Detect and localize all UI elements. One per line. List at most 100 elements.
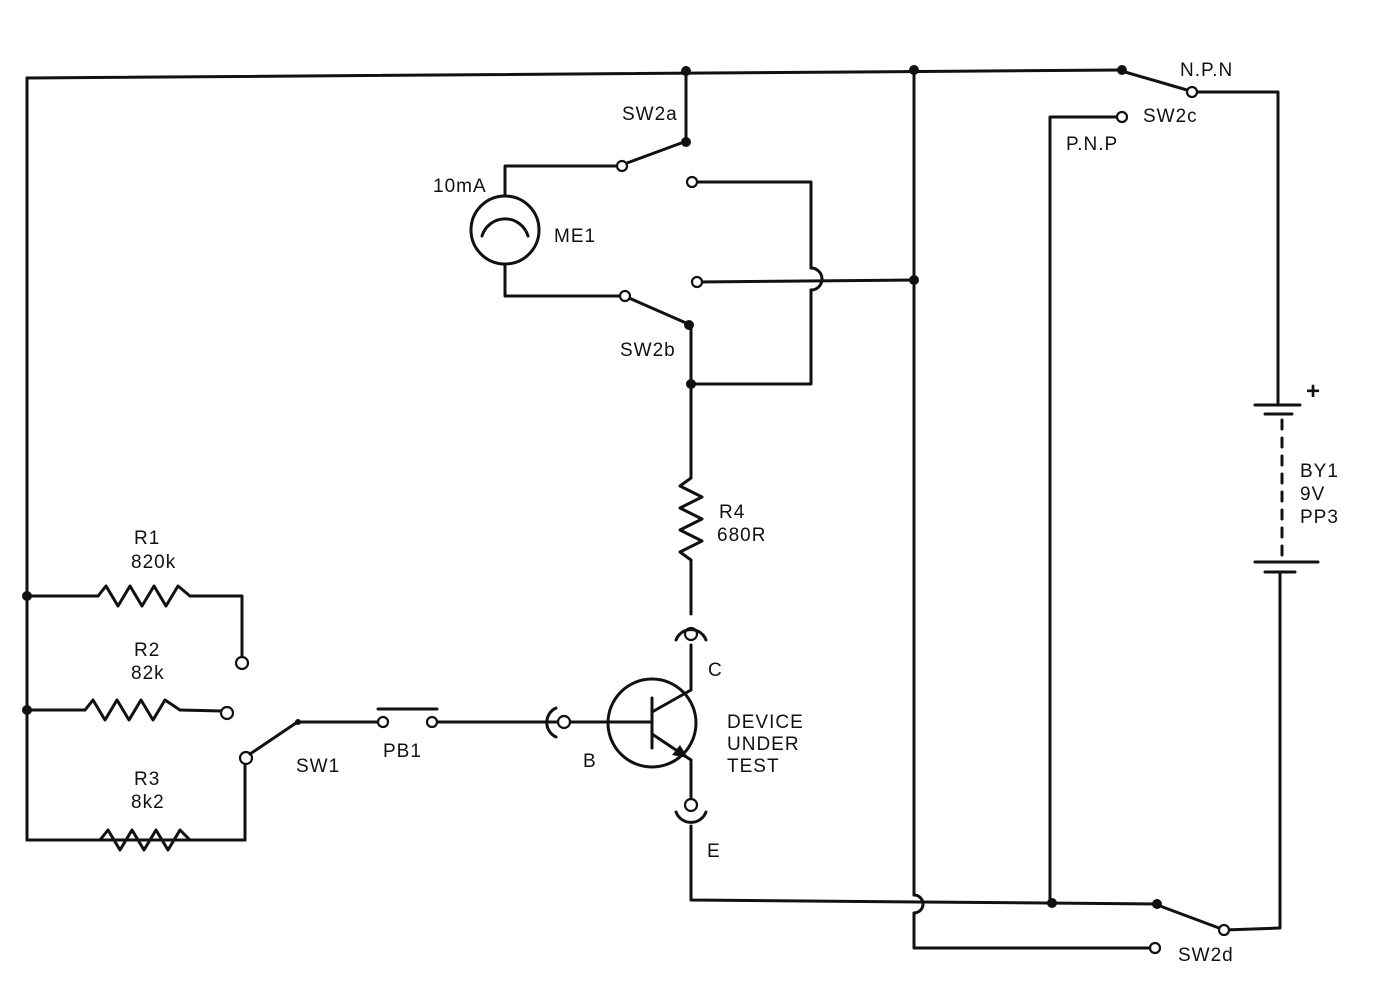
wires	[25, 68, 1282, 950]
labels: 10mA ME1 SW2a SW2b SW2c SW2d N.P.N P.N.P…	[131, 60, 1339, 966]
meter-top-wire	[503, 164, 624, 198]
r3-value-label: 8k2	[131, 792, 165, 813]
battery-voltage-label: 9V	[1300, 484, 1325, 505]
r2-value-label: 82k	[131, 663, 165, 684]
sw2c-contact-npn	[1185, 85, 1199, 99]
top-rail-wire	[25, 68, 1124, 80]
emitter-label: E	[707, 841, 721, 862]
sw1-pivot	[295, 719, 301, 725]
battery-negative-wire	[1222, 570, 1282, 932]
sw2b-blade	[627, 296, 688, 325]
sw2a-label: SW2a	[622, 104, 678, 125]
sw2d-switch	[1148, 899, 1231, 955]
sw2c-label: SW2c	[1143, 106, 1198, 127]
battery-by1	[1253, 403, 1320, 574]
junction-dot	[686, 379, 696, 389]
collector-socket-clip	[674, 628, 708, 642]
meter-name-label: ME1	[554, 226, 596, 247]
sw2a-pivot	[681, 137, 691, 147]
battery-positive-wire	[1190, 90, 1280, 407]
sw1-contact-r1	[234, 655, 250, 671]
sw2a-contact-2	[685, 175, 699, 189]
resistor-r1	[96, 584, 192, 608]
battery-plus-label: +	[1306, 378, 1321, 405]
left-rail-wire	[25, 76, 247, 842]
collector-socket	[674, 626, 708, 642]
sw2d-contact-common	[1217, 923, 1231, 937]
sw2b-switch	[618, 275, 704, 330]
collector-label: C	[708, 660, 723, 681]
npn-label: N.P.N	[1180, 60, 1233, 81]
junction-dot	[1047, 898, 1057, 908]
pb1-contact-left	[376, 715, 390, 729]
resistor-r2	[83, 698, 182, 722]
base-terminal	[556, 714, 572, 730]
r1-name-label: R1	[134, 528, 160, 549]
dut-label-line1: DEVICE	[727, 712, 804, 733]
wire-crossover-hop	[809, 266, 824, 292]
emitter-terminal	[683, 797, 699, 813]
transistor-device-under-test	[606, 677, 698, 769]
resistor-r3	[98, 828, 192, 852]
r3-name-label: R3	[134, 769, 160, 790]
r4-name-label: R4	[719, 502, 745, 523]
meter-bottom-wire	[503, 262, 627, 298]
junction-dot	[22, 591, 32, 601]
meter-body	[469, 194, 541, 266]
r2-name-label: R2	[134, 640, 160, 661]
sw1-switch	[219, 655, 301, 766]
transistor-collector-leg	[650, 688, 693, 714]
sw2a-blade	[625, 140, 686, 165]
sw1-label: SW1	[296, 756, 340, 777]
pnp-label: P.N.P	[1066, 134, 1118, 155]
pb1-label: PB1	[383, 741, 422, 762]
pnp-vertical-wire	[1048, 115, 1124, 905]
sw2d-pnp-wire	[912, 911, 1157, 950]
emitter-arrow-icon	[672, 745, 688, 758]
dut-label-line2: UNDER	[727, 734, 800, 755]
resistor-r4	[678, 472, 704, 568]
sw2b-contact-2	[690, 275, 704, 289]
pushbutton-pb1	[376, 707, 439, 729]
r2-right-wire	[178, 708, 224, 713]
transistor-envelope	[606, 677, 698, 769]
base-label: B	[583, 751, 597, 772]
sw2c-blade	[1123, 70, 1189, 92]
battery-name-label: BY1	[1300, 461, 1339, 482]
sw2c-contact-pnp	[1115, 110, 1129, 124]
base-socket	[545, 706, 572, 739]
junction-dot	[22, 705, 32, 715]
junction-dots	[22, 65, 1057, 908]
pb1-contact-right	[425, 715, 439, 729]
sw2b-contact-1	[618, 289, 632, 303]
meter-range-label: 10mA	[433, 176, 487, 197]
bottom-crossover-hop	[912, 893, 925, 915]
dut-label-line3: TEST	[727, 756, 780, 777]
sw2b-return-wire	[689, 288, 813, 386]
sw2d-contact-pnp	[1148, 941, 1162, 955]
junction-dot	[909, 275, 919, 285]
r1-value-label: 820k	[131, 552, 176, 573]
sw1-blade	[248, 721, 298, 756]
r1-right-wire	[188, 594, 244, 660]
sw2b-contact2-wire	[695, 278, 916, 284]
sw2a-switch	[615, 137, 699, 189]
emitter-socket-clip	[674, 810, 708, 824]
battery-type-label: PP3	[1300, 507, 1339, 528]
sw2a-contact-1	[615, 159, 629, 173]
junction-dot	[909, 65, 919, 75]
sw2d-label: SW2d	[1178, 945, 1234, 966]
sw2d-blade	[1158, 904, 1221, 930]
emitter-socket	[674, 797, 708, 824]
sw2b-label: SW2b	[620, 340, 676, 361]
sw1-contact-r2	[219, 705, 235, 721]
r4-value-label: 680R	[717, 525, 766, 546]
sw2c-switch	[1115, 65, 1199, 124]
base-socket-clip	[545, 706, 558, 739]
meter-scale-arc	[480, 217, 530, 238]
junction-dot	[681, 66, 691, 76]
emitter-bottom-wire	[689, 824, 1159, 906]
sw2a-contact2-wire	[690, 180, 813, 270]
meter-me1	[469, 194, 541, 266]
